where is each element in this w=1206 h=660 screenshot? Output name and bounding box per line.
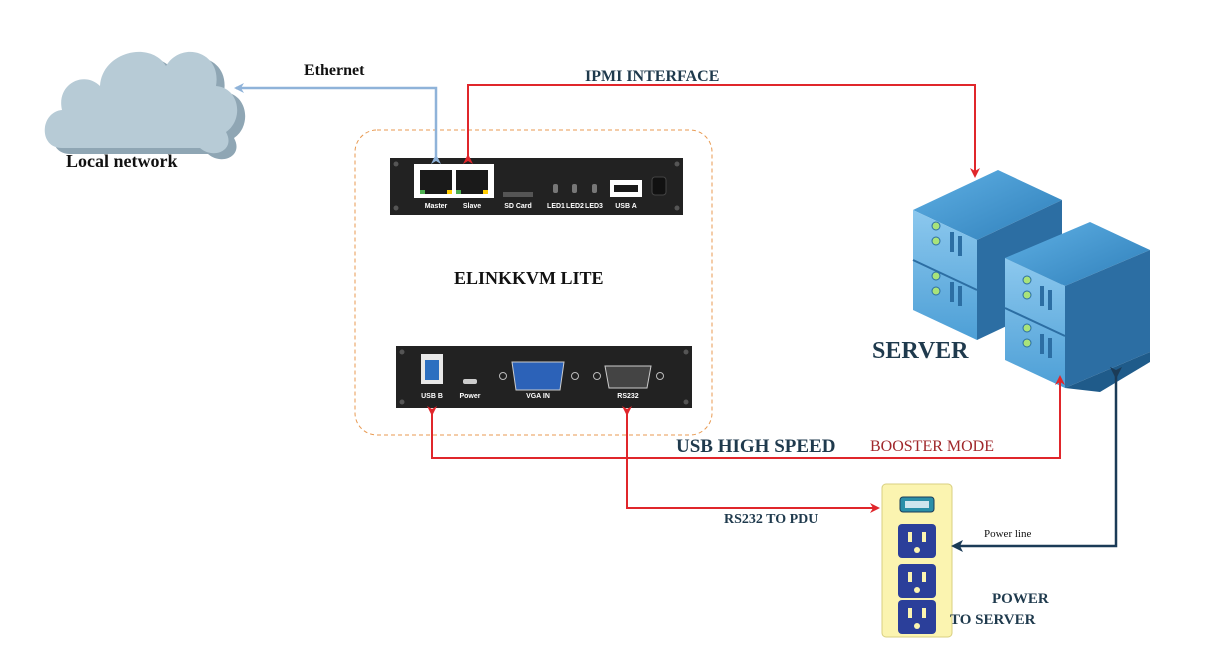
server-stack-icon xyxy=(912,170,1150,392)
power-label: POWER xyxy=(992,591,1049,607)
port-label-led1: LED1 xyxy=(547,203,565,210)
device-name-label: ELINKKVM LITE xyxy=(454,268,604,288)
usb-high-speed-label: USB HIGH SPEED xyxy=(676,436,836,457)
rs232-to-pdu-label: RS232 TO PDU xyxy=(724,512,819,527)
ipmi-interface-label: IPMI INTERFACE xyxy=(585,68,720,85)
ethernet-label: Ethernet xyxy=(304,62,365,79)
booster-mode-label: BOOSTER MODE xyxy=(870,438,995,455)
port-label-vga-in: VGA IN xyxy=(526,393,550,400)
port-label-slave: Slave xyxy=(462,203,482,210)
port-label-master: Master xyxy=(424,203,448,210)
rs232-line xyxy=(622,406,880,513)
port-label-led3: LED3 xyxy=(585,203,603,210)
cloud-icon xyxy=(44,51,246,160)
power-line-label: Power line xyxy=(984,528,1032,540)
power-line xyxy=(951,367,1122,552)
local-network-label: Local network xyxy=(66,151,178,171)
port-label-rs232: RS232 xyxy=(617,393,639,400)
port-label-sd-card: SD Card xyxy=(504,203,532,210)
device-boundary xyxy=(354,129,713,436)
port-label-power: Power xyxy=(459,393,481,400)
port-label-led2: LED2 xyxy=(566,203,584,210)
ipmi-line xyxy=(463,84,980,178)
ethernet-line xyxy=(234,83,441,164)
port-label-usb-b: USB B xyxy=(421,393,443,400)
port-label-usb-a: USB A xyxy=(615,203,637,210)
pdu-icon xyxy=(881,483,953,638)
to-server-label: TO SERVER xyxy=(950,612,1036,628)
server-label: SERVER xyxy=(872,338,969,364)
